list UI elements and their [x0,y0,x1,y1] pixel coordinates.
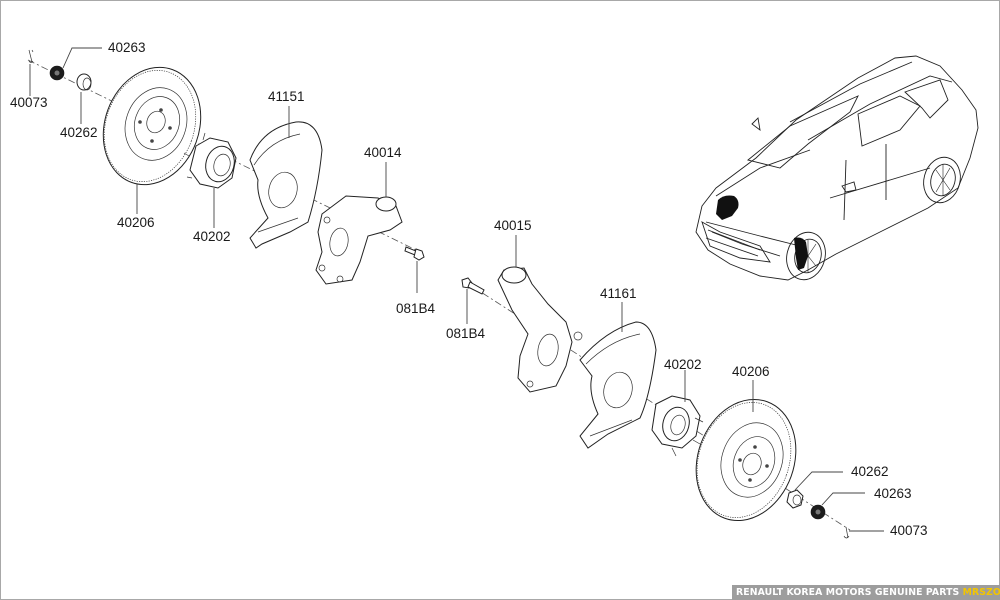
label-40262-right[interactable]: 40262 [851,464,889,479]
banner-text: RENAULT KOREA MOTORS GENUINE PARTS MRSZO… [732,587,1000,598]
highlight-left-wheel-area [716,195,739,220]
label-081B4-right[interactable]: 081B4 [446,326,486,341]
wheel-hub-left[interactable] [183,132,238,189]
label-40073-right[interactable]: 40073 [890,523,928,538]
label-41161[interactable]: 41161 [600,286,637,301]
highlight-right-wheel-area [794,237,808,270]
brake-disc-left[interactable] [87,54,216,199]
hub-nut-right[interactable] [786,489,804,509]
label-40263-left[interactable]: 40263 [108,40,146,55]
label-40073-left[interactable]: 40073 [10,95,48,110]
banner-brand: MRSZONE [962,587,1000,598]
bolt-left[interactable] [404,246,425,261]
label-40263-right[interactable]: 40263 [874,486,912,501]
label-40262-left[interactable]: 40262 [60,125,98,140]
hub-nut-left[interactable] [76,73,92,91]
label-41151[interactable]: 41151 [268,89,305,104]
label-40206-left[interactable]: 40206 [117,215,155,230]
label-40015[interactable]: 40015 [494,218,532,233]
cotter-pin-right[interactable] [843,526,850,539]
castle-nut-left[interactable] [49,65,65,81]
wheel-hub-right[interactable] [651,395,704,457]
brake-disc-right[interactable] [680,385,813,534]
steering-knuckle-right[interactable] [497,266,583,393]
label-40202-left[interactable]: 40202 [193,229,231,244]
vehicle-locator-image [695,55,979,281]
banner-main-text: RENAULT KOREA MOTORS GENUINE PARTS [736,587,960,598]
copyright-banner: RENAULT KOREA MOTORS GENUINE PARTS MRSZO… [732,585,1000,600]
dust-shield-left[interactable] [249,121,323,249]
steering-knuckle-left[interactable] [315,195,403,285]
dust-shield-right[interactable] [579,321,657,449]
bolt-right[interactable] [461,277,485,295]
castle-nut-right[interactable] [810,504,826,520]
label-40014[interactable]: 40014 [364,145,402,160]
label-40202-right[interactable]: 40202 [664,357,702,372]
label-081B4-left[interactable]: 081B4 [396,301,436,316]
cotter-pin-left[interactable] [28,49,34,63]
label-40206-right[interactable]: 40206 [732,364,770,379]
